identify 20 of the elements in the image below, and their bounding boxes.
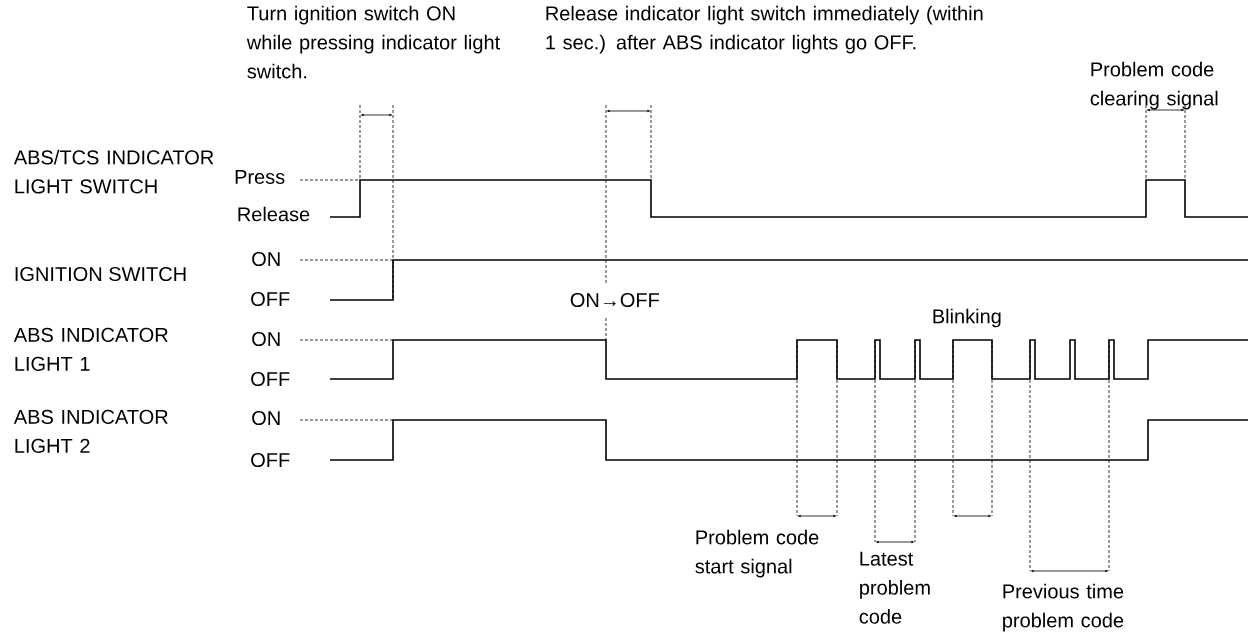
state-label: OFF: [251, 452, 290, 468]
annotation: Problem code start signal: [695, 529, 819, 578]
annotation: Problem code clearing signal: [1090, 61, 1218, 110]
annotation: Latest problem code: [859, 551, 930, 624]
state-label: OFF: [251, 371, 290, 387]
signal-name: IGNITION SWITCH: [15, 266, 186, 282]
state-label: OFF: [251, 291, 290, 307]
annotation: Previous time problem code: [1003, 583, 1124, 632]
annotation: Turn ignition switch ON while pressing indicator light switch.: [246, 5, 501, 79]
annotation: Release indicator light switch immediately (within 1 sec.) after ABS indicator lights go OFF.: [546, 5, 983, 54]
state-label: ON: [252, 410, 280, 426]
state-label: ON→OFF: [570, 292, 659, 308]
state-label: Release: [238, 206, 310, 222]
signal-name: ABS INDICATOR LIGHT 2: [13, 409, 168, 453]
signal-name: ABS INDICATOR LIGHT 1: [13, 327, 168, 371]
annotation: Blinking: [933, 308, 1001, 328]
state-label: Press: [235, 170, 285, 184]
state-label: ON: [252, 251, 280, 267]
state-label: ON: [252, 331, 280, 347]
signal-name: ABS/TCS INDICATOR LIGHT SWITCH: [13, 149, 214, 194]
